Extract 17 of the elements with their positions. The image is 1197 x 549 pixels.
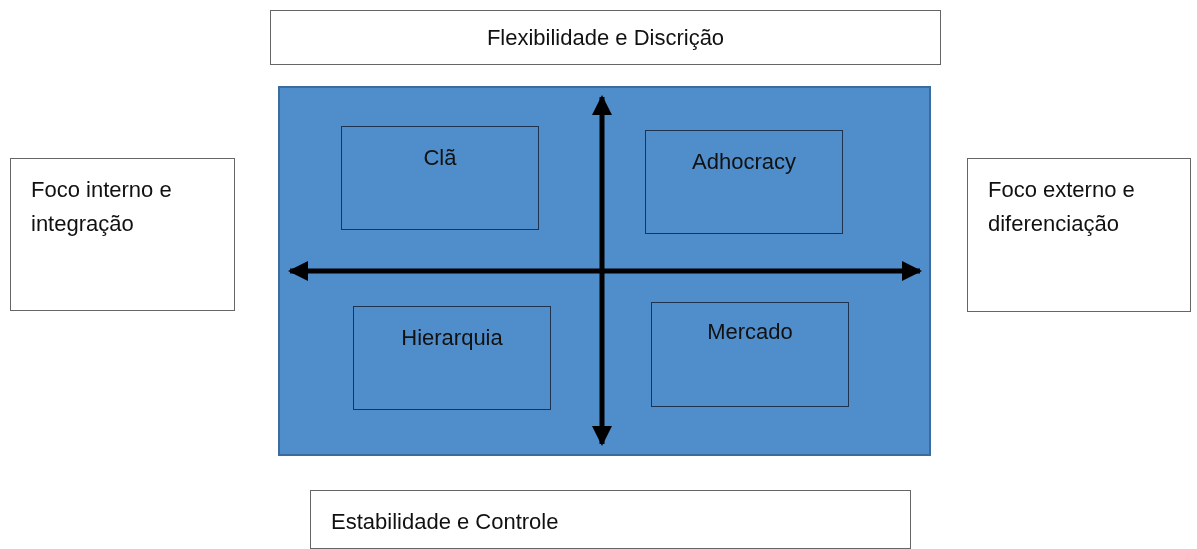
box-label: Foco interno e integração xyxy=(31,176,173,238)
box-label: Flexibilidade e Discrição xyxy=(486,24,725,52)
quadrant-panel xyxy=(278,86,931,456)
box-label: Hierarquia xyxy=(401,324,503,352)
quadrant-box xyxy=(651,302,849,407)
label-box xyxy=(310,490,911,549)
box-label: Clã xyxy=(423,144,457,172)
box-label: Adhocracy xyxy=(692,148,796,176)
box-label: Mercado xyxy=(707,318,793,346)
box-label: Foco externo e diferenciação xyxy=(988,176,1136,238)
quadrant-box xyxy=(645,130,843,234)
quadrant-box xyxy=(353,306,551,410)
quadrant-box xyxy=(341,126,539,230)
label-box xyxy=(10,158,235,311)
label-box xyxy=(270,10,941,65)
box-label: Estabilidade e Controle xyxy=(331,508,559,536)
label-box xyxy=(967,158,1191,312)
